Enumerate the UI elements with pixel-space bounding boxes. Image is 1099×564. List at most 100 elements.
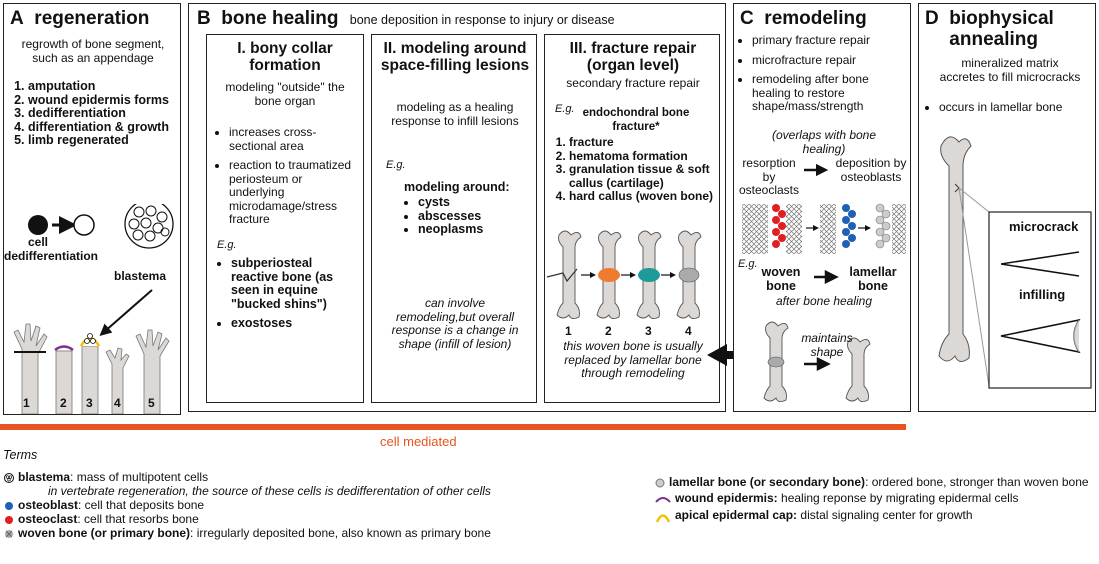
bony-collar-bullet: increases cross-sectional area	[229, 125, 359, 153]
fracture-step: hard callus (woven bone)	[569, 189, 717, 204]
bony-collar-bullets: increases cross-sectional area reaction …	[215, 125, 359, 227]
fracture-repair-note: this woven bone is usually replaced by l…	[563, 339, 703, 380]
modeling-lesions-title: II. modeling around space-filling lesion…	[380, 40, 530, 74]
dedifferentiated-cell-icon	[73, 214, 95, 236]
stage-number: 4	[114, 396, 121, 410]
wound-epidermis-icon	[54, 345, 74, 352]
lamellar-cells	[875, 203, 891, 249]
term-name: blastema	[18, 470, 71, 484]
fracture-example: endochondral bone fracture*	[582, 107, 690, 133]
lesion-examples: cysts abscesses neoplasms	[404, 195, 524, 237]
lamellar-bone-icon	[938, 136, 972, 362]
bony-collar-bullet: reaction to traumatized periosteum or un…	[229, 158, 359, 227]
bony-collar-example: subperiosteal reactive bone (as seen in …	[231, 256, 359, 311]
remodeling-bullet: microfracture repair	[752, 53, 908, 68]
annealing-illustration	[938, 136, 1092, 389]
microcrack-icon	[1000, 251, 1080, 277]
term-item: osteoblast: cell that deposits bone	[4, 498, 644, 512]
regeneration-step: amputation	[28, 79, 180, 94]
term-definition: : irregularly deposited bone, also known…	[190, 526, 491, 540]
term-item: woven bone (or primary bone): irregularl…	[4, 526, 644, 540]
eg-label: E.g.	[217, 239, 237, 251]
apical-cap-icon	[79, 336, 101, 347]
fracture-repair-illustration	[546, 230, 702, 320]
panel-d-bullets: occurs in lamellar bone	[925, 100, 1093, 115]
term-item: blastema: mass of multipotent cells in v…	[4, 470, 644, 498]
panel-a-heading: A regeneration	[10, 8, 149, 30]
bony-collar-examples: subperiosteal reactive bone (as seen in …	[217, 256, 359, 331]
blastema-label: blastema	[114, 269, 167, 283]
remodeling-cell-illustration	[742, 163, 906, 254]
stage-number: 3	[86, 396, 93, 410]
stage-number: 2	[60, 396, 67, 410]
term-definition: : mass of multipotent cells	[70, 470, 209, 484]
term-name: lamellar bone (or secondary bone)	[669, 475, 866, 489]
lesion-example: neoplasms	[418, 222, 524, 237]
modeling-around-label: modeling around:	[404, 180, 510, 194]
panel-d-heading: D biophysical annealing	[925, 8, 1069, 50]
fracture-steps: fracture hematoma formation granulation …	[551, 135, 717, 204]
term-item: wound epidermis: healing reponse by migr…	[655, 491, 1095, 505]
term-item: lamellar bone (or secondary bone): order…	[655, 475, 1095, 489]
term-item: apical epidermal cap: distal signaling c…	[655, 508, 1095, 523]
term-extra: in vertebrate regeneration, the source o…	[48, 484, 491, 498]
term-item: osteoclast: cell that resorbs bone	[4, 512, 644, 526]
terms-legend-right: lamellar bone (or secondary bone): order…	[655, 475, 1095, 523]
regeneration-steps: amputation wound epidermis forms dediffe…	[10, 79, 180, 148]
stage-number: 2	[605, 324, 612, 338]
resorption-label: resorption by osteoclasts	[738, 156, 800, 197]
apical-cap-legend-icon	[655, 514, 671, 523]
cell-mediated-bar	[0, 424, 906, 430]
panel-remodeling: C remodeling primary fracture repair mic…	[733, 3, 911, 412]
modeling-lesions-note: can involve remodeling,but overall respo…	[391, 296, 519, 351]
remodeled-bone-icon	[845, 337, 871, 403]
panel-c-letter: C	[740, 8, 754, 29]
shape-maintenance-illustration	[763, 321, 871, 403]
soft-callus-icon	[598, 268, 620, 282]
term-name: apical epidermal cap:	[675, 508, 798, 522]
panel-b-letter: B	[197, 8, 211, 29]
maintains-shape-label: maintains shape	[801, 331, 853, 359]
regeneration-step: dedifferentiation	[28, 106, 180, 121]
lesion-example: abscesses	[418, 209, 524, 224]
fracture-step: hematoma formation	[569, 149, 717, 164]
regeneration-step: differentiation & growth	[28, 120, 180, 135]
microcrack-inset	[988, 211, 1092, 389]
stage-number: 1	[23, 396, 30, 410]
deposition-label: deposition by osteoblasts	[835, 156, 907, 184]
blastema-cluster-icon	[124, 204, 174, 249]
fracture-repair-title: III. fracture repair (organ level)	[569, 40, 697, 74]
fracture-step: granulation tissue & soft callus (cartil…	[569, 162, 717, 190]
eg-label: E.g.	[738, 258, 758, 270]
terms-heading: Terms	[3, 448, 38, 462]
bony-collar-example: exostoses	[231, 316, 359, 331]
panel-d-letter: D	[925, 8, 939, 29]
term-name: osteoclast	[18, 512, 78, 526]
wound-epidermis-legend-icon	[655, 497, 671, 503]
cell-mediated-label: cell mediated	[380, 434, 457, 449]
panel-b-subtitle: bone deposition in response to injury or…	[349, 13, 615, 27]
woven-bone-icon	[678, 267, 700, 283]
remodeling-bullet: primary fracture repair	[752, 33, 908, 48]
bony-collar-title: I. bony collar formation	[237, 40, 333, 74]
panel-bone-healing: B bone healing bone deposition in respon…	[188, 3, 726, 412]
osteoclast-cells	[772, 204, 786, 248]
panel-regeneration: A regeneration regrowth of bone segment,…	[3, 3, 181, 415]
fracture-repair-desc: secondary fracture repair	[566, 76, 700, 90]
eg-label: E.g.	[386, 159, 406, 171]
stage-number: 4	[685, 324, 692, 338]
panel-d-description: mineralized matrix accretes to fill micr…	[939, 56, 1081, 84]
cell-dedifferentiation-label: cell dedifferentiation	[4, 235, 99, 263]
remodeling-bullet: remodeling after bone healing to restore…	[752, 72, 908, 114]
osteoblast-cells	[842, 204, 856, 248]
after-bone-healing-label: after bone healing	[775, 294, 873, 308]
fracture-step: fracture	[569, 135, 717, 150]
osteoblast-icon	[5, 502, 13, 510]
term-definition: : cell that resorbs bone	[77, 512, 199, 526]
regeneration-illustration	[13, 204, 174, 414]
term-definition: : ordered bone, stronger than woven bone	[865, 475, 1089, 489]
term-definition: distal signaling center for growth	[797, 508, 973, 522]
osteoclast-icon	[5, 516, 13, 524]
stage-number: 1	[565, 324, 572, 338]
eg-label: E.g.	[555, 103, 575, 115]
